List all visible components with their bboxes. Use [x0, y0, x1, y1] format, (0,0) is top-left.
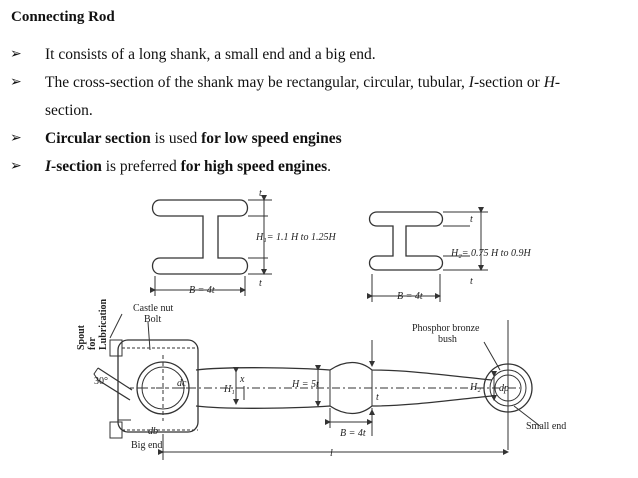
- dc-label: dc: [177, 378, 187, 389]
- bullet-item-3: ➢ Circular section is used for low speed…: [8, 125, 628, 153]
- bold-text: -section: [51, 158, 102, 175]
- big-end: [93, 339, 199, 439]
- big-end-label: Big end: [131, 440, 162, 451]
- spout-label: Spout: [76, 324, 87, 350]
- bullet-text: is used: [150, 130, 202, 147]
- db-label: db: [148, 426, 158, 437]
- bullet-item-2: ➢ The cross-section of the shank may be …: [8, 69, 628, 125]
- bold-italic-text: I: [45, 158, 52, 175]
- bullet-list: ➢ It consists of a long shank, a small e…: [8, 41, 628, 181]
- phosphor-label: Phosphor bronze: [412, 323, 480, 334]
- h1-label: H₁: [223, 384, 235, 395]
- bold-text: for low speed engines: [201, 130, 342, 147]
- b-label: B = 4t: [340, 428, 366, 439]
- h1-formula: H₁= 1.1 H to 1.25H: [255, 232, 336, 243]
- spout-label: Lubrication: [98, 298, 109, 350]
- i-section-2: [367, 207, 488, 302]
- bullet-text: -: [554, 74, 561, 91]
- h-label: H = 5t: [291, 379, 319, 390]
- connecting-rod-diagram: H₁= 1.1 H to 1.25H B = 4t t t H₂= 0.75 H…: [76, 190, 566, 460]
- b2-label: B = 4t: [397, 291, 423, 302]
- castle-nut-top: [109, 339, 123, 357]
- bullet-text: section.: [45, 102, 93, 119]
- dp-label: dp: [499, 383, 509, 394]
- bold-text: Circular section: [45, 130, 151, 147]
- x-label: x: [239, 374, 245, 385]
- t1-top: t: [259, 190, 262, 199]
- arrow-bullet-icon: ➢: [10, 159, 22, 174]
- page-title: Connecting Rod: [11, 9, 115, 25]
- arrow-bullet-icon: ➢: [10, 75, 22, 90]
- i-section-1: [150, 195, 272, 296]
- shank: [140, 340, 520, 436]
- h2-formula: H₂= 0.75 H to 0.9H: [450, 248, 531, 259]
- t2-bottom: t: [470, 276, 473, 287]
- h2-label: H₂: [469, 382, 481, 393]
- angle-label: 30°: [94, 376, 108, 387]
- arrow-bullet-icon: ➢: [10, 47, 22, 62]
- bullet-text: It consists of a long shank, a small end…: [45, 46, 376, 63]
- castle-nut-bottom: [109, 421, 123, 439]
- small-end-label: Small end: [526, 421, 566, 432]
- bullet-item-1: ➢ It consists of a long shank, a small e…: [8, 41, 628, 69]
- italic-h: H: [543, 74, 555, 91]
- spout-label: for: [87, 337, 98, 350]
- bullet-text: -section or: [473, 74, 544, 91]
- bullet-text: is preferred: [101, 158, 181, 175]
- b1-label: B = 4t: [189, 285, 215, 296]
- phosphor-label: bush: [438, 334, 457, 345]
- t2-top: t: [470, 214, 473, 225]
- l-label: l: [330, 448, 333, 459]
- castle-nut-label: Castle nut: [133, 303, 173, 314]
- bold-text: for high speed engines: [180, 158, 328, 175]
- bullet-text: The cross-section of the shank may be re…: [45, 74, 469, 91]
- bullet-item-4: ➢ I-section is preferred for high speed …: [8, 153, 628, 181]
- bolt-label: Bolt: [144, 314, 161, 325]
- bullet-text: .: [327, 158, 332, 175]
- t1-bottom: t: [259, 278, 262, 289]
- italic-i: I: [468, 74, 474, 91]
- small-end: [483, 320, 533, 450]
- arrow-bullet-icon: ➢: [10, 131, 22, 146]
- t-label: t: [376, 392, 379, 403]
